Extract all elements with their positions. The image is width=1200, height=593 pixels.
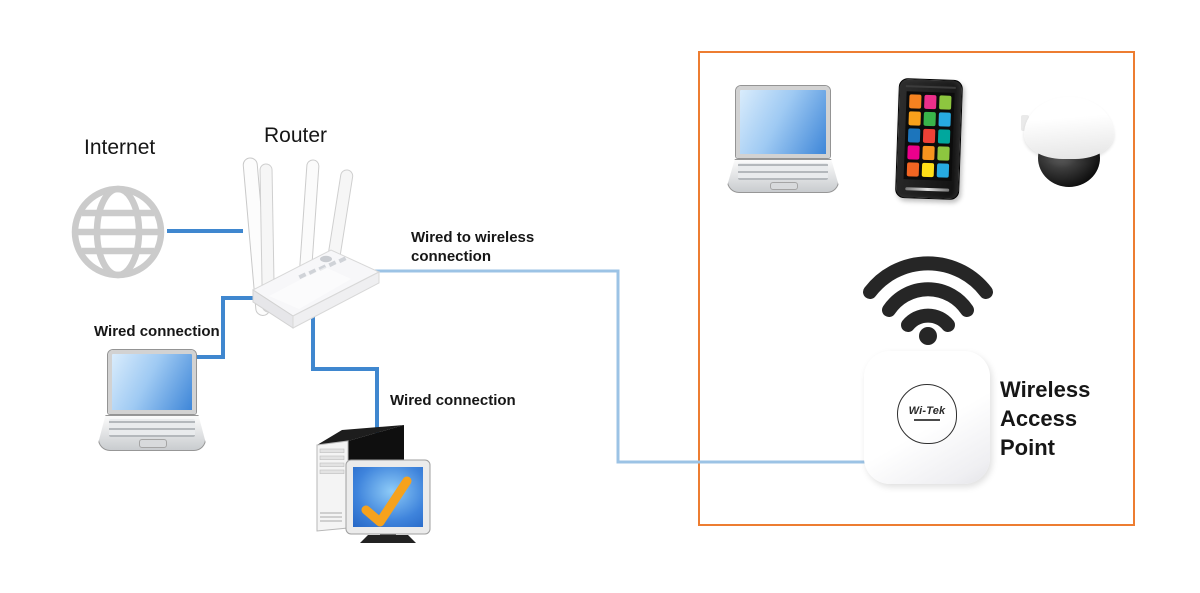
router-antennas — [242, 157, 354, 316]
wireless-access-point-label: Wireless Access Point — [1000, 377, 1091, 460]
wireless-zone-box — [698, 51, 1135, 526]
wifi-icon — [863, 256, 993, 345]
router-to-accesspoint-line — [374, 269, 865, 464]
wired-connection-left-label: Wired connection — [94, 323, 220, 340]
smartphone-screen — [903, 91, 955, 181]
internet-label: Internet — [84, 136, 156, 159]
laptop-icon-wired — [98, 350, 206, 451]
wired-to-wireless-label: Wired to wireless connection — [411, 229, 535, 265]
checkmark-icon — [361, 476, 412, 527]
wired-connection-bottom-label: Wired connection — [390, 392, 516, 409]
monitor-stand — [360, 535, 416, 543]
router-body — [252, 249, 381, 329]
internet-globe-icon — [71, 185, 165, 279]
laptop-screen — [736, 86, 830, 158]
router-to-desktop-line — [311, 305, 379, 434]
access-point-device: Wi-Tek — [864, 351, 990, 484]
laptop-keyboard — [98, 415, 206, 451]
smartphone-icon — [894, 77, 964, 201]
laptop-icon-wireless — [727, 86, 839, 193]
laptop-keyboard — [727, 159, 839, 193]
tower-top — [317, 425, 404, 445]
access-point-logo: Wi-Tek — [897, 384, 957, 444]
camera-housing — [1024, 97, 1114, 159]
router-icon — [242, 157, 381, 329]
access-point-logo-text: Wi-Tek — [908, 405, 946, 417]
laptop-screen — [108, 350, 196, 414]
ip-camera-icon — [1021, 93, 1116, 191]
router-to-laptop-line — [186, 296, 262, 359]
desktop-computer-icon — [316, 425, 431, 543]
router-label: Router — [264, 124, 328, 147]
